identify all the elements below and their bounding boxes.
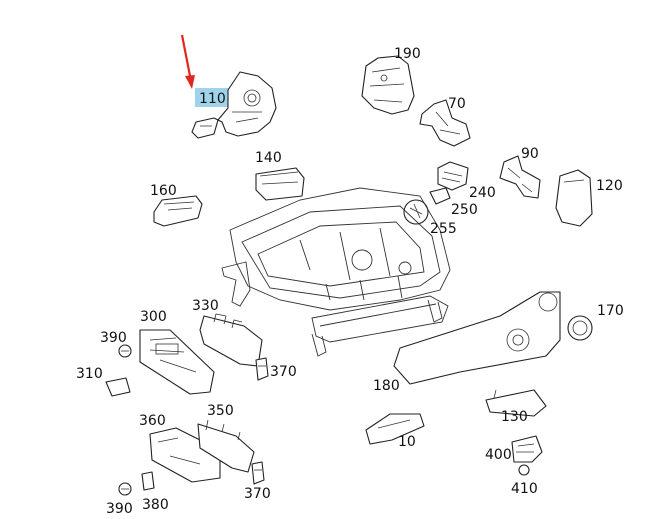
part-370a[interactable] bbox=[255, 357, 269, 381]
label-390-top: 390 bbox=[100, 330, 127, 346]
label-70: 70 bbox=[448, 96, 466, 112]
label-310: 310 bbox=[76, 366, 103, 382]
part-310[interactable] bbox=[105, 377, 131, 397]
label-330: 330 bbox=[192, 298, 219, 314]
label-120: 120 bbox=[596, 178, 623, 194]
part-400[interactable] bbox=[511, 435, 543, 463]
label-180: 180 bbox=[373, 378, 400, 394]
label-240: 240 bbox=[469, 185, 496, 201]
part-110[interactable] bbox=[191, 71, 277, 139]
label-360: 360 bbox=[139, 413, 166, 429]
label-370-bottom: 370 bbox=[244, 486, 271, 502]
label-370-top: 370 bbox=[270, 364, 297, 380]
label-190: 190 bbox=[394, 46, 421, 62]
label-390-bottom: 390 bbox=[106, 501, 133, 517]
part-410[interactable] bbox=[518, 464, 530, 476]
part-120[interactable] bbox=[555, 169, 593, 227]
part-70[interactable] bbox=[419, 99, 471, 147]
label-160: 160 bbox=[150, 183, 177, 199]
label-10: 10 bbox=[398, 434, 416, 450]
label-170: 170 bbox=[597, 303, 624, 319]
part-380[interactable] bbox=[141, 471, 155, 491]
label-110: 110 bbox=[199, 91, 226, 107]
indicator-arrow bbox=[180, 34, 195, 89]
label-140: 140 bbox=[255, 150, 282, 166]
label-400: 400 bbox=[485, 447, 512, 463]
label-300: 300 bbox=[140, 309, 167, 325]
part-240[interactable] bbox=[437, 161, 469, 191]
part-190[interactable] bbox=[361, 55, 415, 115]
label-410: 410 bbox=[511, 481, 538, 497]
part-160[interactable] bbox=[153, 195, 203, 227]
part-170[interactable] bbox=[567, 315, 593, 341]
part-300[interactable] bbox=[139, 329, 215, 395]
part-350[interactable] bbox=[197, 419, 255, 473]
label-130: 130 bbox=[501, 409, 528, 425]
part-180[interactable] bbox=[393, 291, 561, 385]
part-90[interactable] bbox=[499, 155, 541, 199]
part-140[interactable] bbox=[255, 167, 305, 201]
part-330[interactable] bbox=[199, 313, 263, 367]
part-370b[interactable] bbox=[251, 461, 265, 485]
part-250[interactable] bbox=[429, 187, 451, 205]
part-390b[interactable] bbox=[118, 482, 132, 496]
highlight-box-110 bbox=[195, 88, 230, 107]
label-255: 255 bbox=[430, 221, 457, 237]
part-255[interactable] bbox=[403, 199, 429, 225]
label-250: 250 bbox=[451, 202, 478, 218]
part-390a[interactable] bbox=[118, 344, 132, 358]
part-10[interactable] bbox=[365, 413, 425, 445]
seat-frame bbox=[221, 187, 451, 357]
part-130[interactable] bbox=[485, 389, 547, 417]
label-380: 380 bbox=[142, 497, 169, 513]
label-90: 90 bbox=[521, 146, 539, 162]
label-350: 350 bbox=[207, 403, 234, 419]
